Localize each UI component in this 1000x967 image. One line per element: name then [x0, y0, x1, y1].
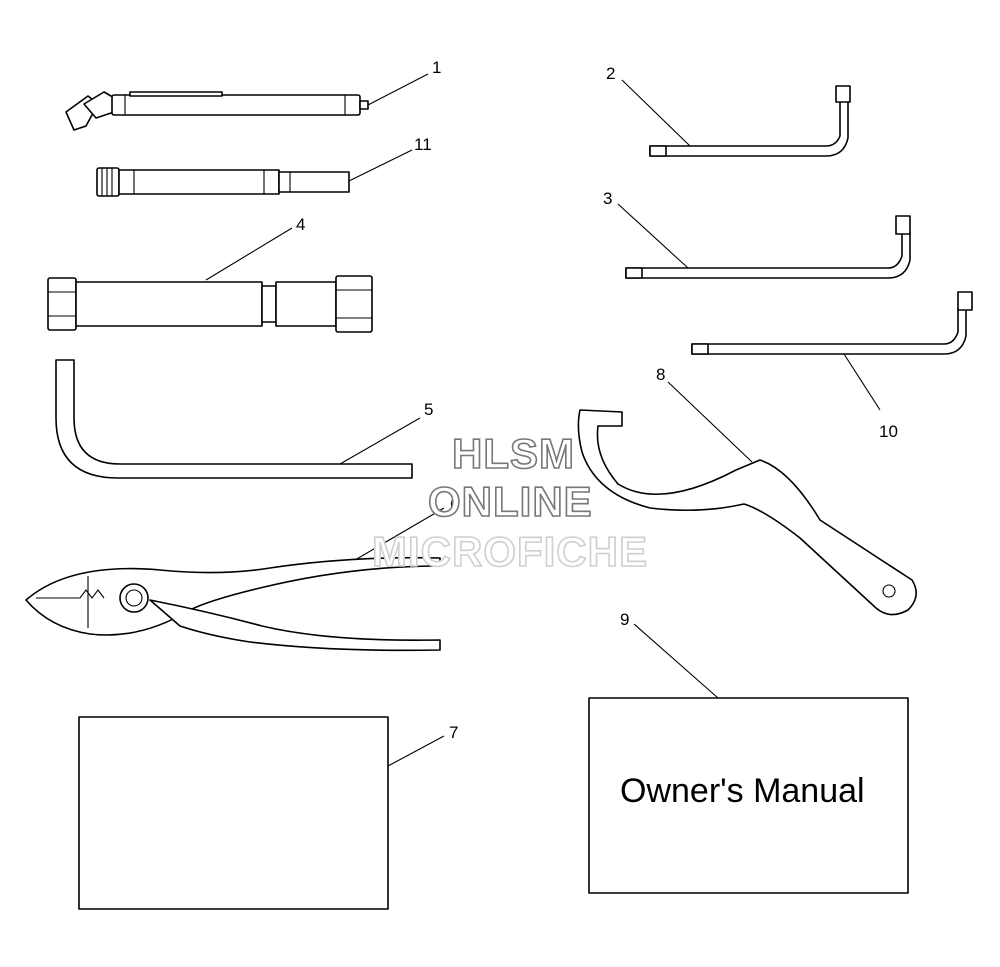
part-11-plug-wrench [96, 167, 350, 197]
callout-11: 11 [414, 135, 432, 154]
part-3-hex-key [625, 215, 911, 279]
part-7-tool-pouch [78, 716, 389, 910]
leader-4 [205, 227, 293, 281]
watermark-line-3: MICROFICHE [372, 528, 648, 575]
leader-6 [354, 507, 445, 561]
part-9-owners-manual [588, 697, 909, 894]
watermark-line-2: ONLINE [428, 478, 593, 525]
leader-7 [387, 735, 445, 767]
callout-2: 2 [606, 64, 615, 83]
callout-1: 1 [432, 58, 441, 77]
leader-1 [367, 73, 429, 106]
leader-5 [339, 417, 421, 465]
callout-3: 3 [603, 189, 612, 208]
callout-9: 9 [620, 610, 629, 629]
part-10-hex-key [691, 291, 973, 355]
owners-manual-title: Owner's Manual [620, 772, 865, 810]
leader-9 [633, 623, 719, 699]
part-2-hex-key [649, 85, 851, 157]
leader-10 [843, 353, 881, 411]
leader-3 [617, 203, 689, 269]
part-8-hook-spanner [577, 409, 917, 616]
leader-8 [667, 381, 753, 463]
part-5-hex-key-large [55, 359, 413, 479]
callout-5: 5 [424, 400, 433, 419]
leader-2 [621, 79, 691, 147]
callout-7: 7 [449, 723, 458, 742]
leader-11 [348, 149, 413, 182]
part-6-pliers [25, 556, 441, 652]
callout-8: 8 [656, 365, 665, 384]
callout-10: 10 [879, 422, 898, 441]
watermark: HLSM ONLINE MICROFICHE [371, 429, 648, 576]
part-1-pressure-gauge [65, 91, 369, 131]
callout-6: 6 [450, 495, 459, 514]
callout-4: 4 [296, 215, 305, 234]
watermark-line-1: HLSM [452, 430, 575, 477]
part-4-socket-wrench [47, 275, 373, 333]
